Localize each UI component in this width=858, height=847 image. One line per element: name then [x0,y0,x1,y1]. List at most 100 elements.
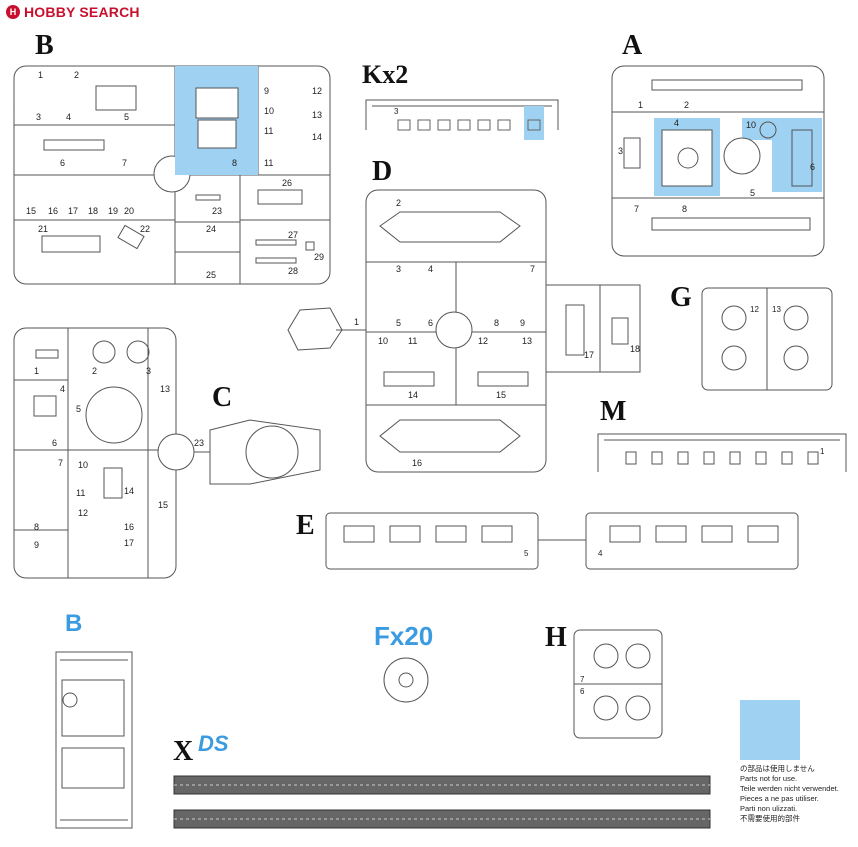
sprue-kx2-frame [365,99,559,140]
legend-line-zh: 不需要使用的部件 [740,814,800,823]
sprue-label-h: H [545,622,567,653]
sprue-b-frame [13,65,331,285]
d-num-8: 8 [494,318,499,328]
ds-track-badge: DS [198,731,229,756]
b-num-29: 29 [314,252,324,262]
sprue-label-x: X [173,736,194,767]
b-num-7: 7 [122,158,127,168]
a-num-3: 3 [618,146,623,156]
b-num-11: 11 [264,158,273,168]
site-banner: H HOBBY SEARCH [6,4,140,20]
b-num-19: 19 [108,206,118,216]
h-num-6: 6 [580,687,585,696]
c-num-12: 12 [78,508,88,518]
d-num-14: 14 [408,390,418,400]
a-num-6: 6 [810,162,815,172]
d-num-10: 10 [378,336,388,346]
d-num-15: 15 [496,390,506,400]
b-num-27: 27 [288,230,298,240]
unused-parts-legend: の部品は使用しません Parts not for use. Teile werd… [740,700,852,824]
sprue-label-d: D [372,156,393,187]
d-num-18: 18 [630,344,640,354]
fx20-wheel [383,657,429,703]
sprue-h-frame [573,629,663,739]
sprue-label-m: M [600,396,627,427]
e-num-4: 4 [598,549,603,558]
d-num-11: 11 [408,336,417,346]
legend-line-it: Parti non ulizzati. [740,804,798,813]
b-num-11-upper: 11 [264,126,273,136]
b-num-28: 28 [288,266,298,276]
b-num-23: 23 [212,206,222,216]
b-num-2: 2 [74,70,79,80]
sprue-label-e: E [296,510,315,541]
c-num-13: 13 [160,384,170,394]
c-num-10: 10 [78,460,88,470]
b-num-21: 21 [38,224,48,234]
b-num-26: 26 [282,178,292,188]
b-num-25: 25 [206,270,216,280]
sprue-c-frame [13,327,321,579]
c-num-3: 3 [146,366,151,376]
a-num-4: 4 [674,118,679,128]
b-num-12: 12 [312,86,322,96]
sprue-label-b-hull: B [65,610,83,637]
sprue-label-kx2: Kx2 [362,60,409,89]
a-num-10: 10 [746,120,756,130]
c-num-15: 15 [158,500,168,510]
d-num-13: 13 [522,336,532,346]
c-num-23: 23 [194,438,204,448]
c-num-2: 2 [92,366,97,376]
b-num-15: 15 [26,206,36,216]
a-num-8: 8 [682,204,687,214]
e-num-5: 5 [524,549,529,558]
a-num-2: 2 [684,100,689,110]
b-num-5: 5 [124,112,129,122]
b-num-6: 6 [60,158,65,168]
d-num-16: 16 [412,458,422,468]
b-num-18: 18 [88,206,98,216]
sprue-label-g: G [670,282,692,313]
b-num-13: 13 [312,110,322,120]
c-num-7: 7 [58,458,63,468]
legend-line-ja: の部品は使用しません [740,764,815,773]
c-num-11: 11 [76,488,85,498]
c-num-17: 17 [124,538,134,548]
b-num-17: 17 [68,206,78,216]
sprue-a-frame [611,65,825,257]
c-num-14: 14 [124,486,134,496]
d-num-2: 2 [396,198,401,208]
banner-logo-text: HOBBY SEARCH [24,4,140,20]
d-num-9: 9 [520,318,525,328]
sprue-e-frame [325,512,799,570]
b-num-3: 3 [36,112,41,122]
b-num-20: 20 [124,206,134,216]
b-num-10: 10 [264,106,274,116]
kx2-num-3: 3 [394,107,399,116]
d-num-4: 4 [428,264,433,274]
sprue-d-frame [287,189,641,473]
b-num-24: 24 [206,224,216,234]
b-num-4: 4 [66,112,71,122]
d-num-1: 1 [354,317,359,327]
g-num-13: 13 [772,305,781,314]
d-num-7: 7 [530,264,535,274]
m-num-1: 1 [820,447,825,456]
sprue-label-a: A [622,30,643,61]
b-num-8: 8 [232,158,237,168]
track-links-x [173,775,711,829]
c-num-9: 9 [34,540,39,550]
sprue-label-b: B [35,30,54,61]
legend-line-fr: Pieces a ne pas utiliser. [740,794,819,803]
b-num-16: 16 [48,206,58,216]
hobby-search-logo-icon: H [6,5,20,19]
sprue-label-fx20: Fx20 [374,621,434,651]
c-num-16: 16 [124,522,134,532]
c-num-5: 5 [76,404,81,414]
sprue-label-c: C [212,382,233,413]
d-num-12: 12 [478,336,488,346]
a-num-1: 1 [638,100,643,110]
c-num-6: 6 [52,438,57,448]
